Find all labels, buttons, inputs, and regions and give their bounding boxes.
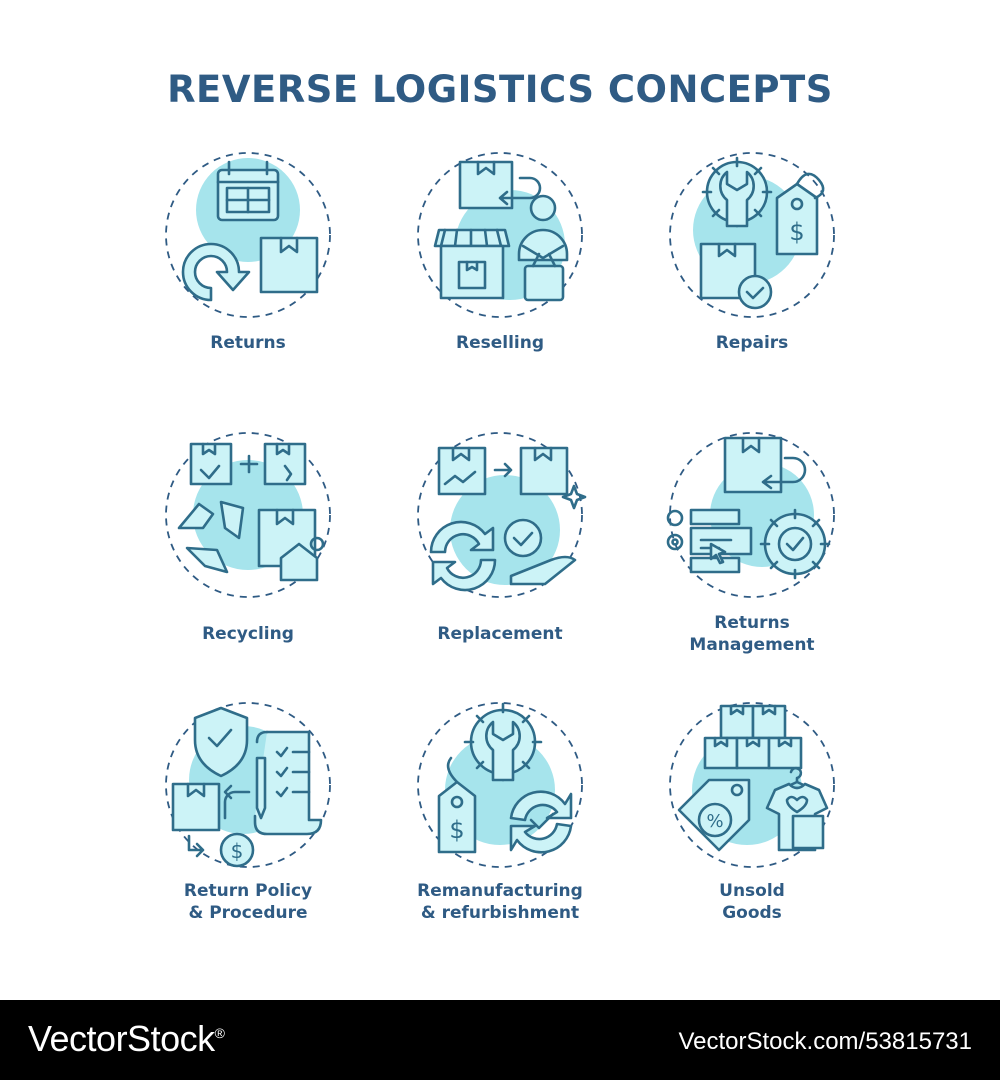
concept-recycling: Recycling — [118, 430, 378, 690]
returns-icon — [165, 152, 331, 318]
concept-unsold-goods: % Unsold Goods — [622, 700, 882, 960]
concept-label: Replacement — [437, 624, 563, 644]
concept-remanufacturing: $ Remanufacturing & refurbishment — [370, 700, 630, 960]
remanufacturing-icon: $ — [417, 702, 583, 868]
page-title: REVERSE LOGISTICS CONCEPTS — [167, 68, 833, 111]
returns-management-icon — [666, 432, 835, 598]
return-policy-icon: $ — [165, 702, 331, 868]
brand-name: VectorStock — [28, 1018, 215, 1059]
recycling-icon — [165, 432, 331, 598]
footer-bar: VectorStock® VectorStock.com/53815731 — [0, 1000, 1000, 1080]
concept-reselling: Reselling — [370, 150, 630, 410]
concept-label: Returns Management — [689, 613, 815, 655]
concept-label: Repairs — [715, 333, 789, 353]
concept-label: Return Policy & Procedure — [183, 881, 313, 923]
concept-label: Returns — [210, 333, 286, 353]
repairs-icon: $ — [669, 152, 835, 318]
concept-label: Unsold Goods — [719, 881, 785, 923]
brand-mark: ® — [214, 1025, 225, 1041]
reselling-icon — [417, 152, 583, 318]
svg-text:%: % — [706, 811, 723, 832]
concept-replacement: Replacement — [370, 430, 630, 690]
concept-repairs: $ Repairs — [622, 150, 882, 410]
concept-label: Remanufacturing & refurbishment — [417, 881, 583, 923]
svg-text:$: $ — [789, 218, 804, 246]
brand-logo: VectorStock® — [28, 1018, 225, 1060]
concept-label: Recycling — [202, 624, 294, 644]
svg-text:$: $ — [231, 839, 244, 863]
replacement-icon — [417, 432, 587, 598]
image-reference: VectorStock.com/53815731 — [678, 1028, 972, 1055]
concept-label: Reselling — [455, 333, 545, 353]
concept-returns-management: Returns Management — [622, 430, 882, 690]
unsold-goods-icon: % — [669, 702, 835, 868]
svg-text:$: $ — [449, 816, 464, 844]
concept-returns: Returns — [118, 150, 378, 410]
concept-return-policy: $ Return Policy & Procedure — [118, 700, 378, 960]
